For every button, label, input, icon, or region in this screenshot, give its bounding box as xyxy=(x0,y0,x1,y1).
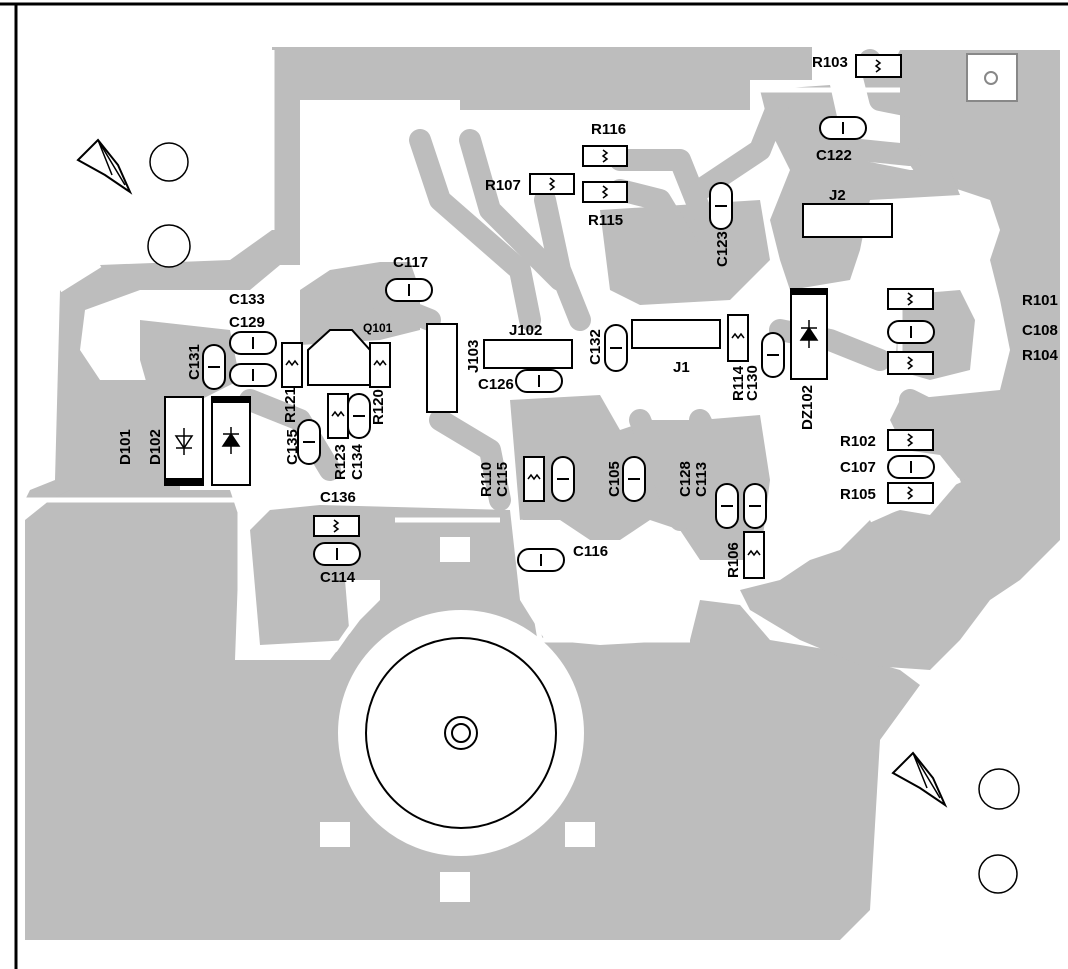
mounting-hole xyxy=(978,768,1020,810)
capacitor-c108 xyxy=(887,320,935,344)
connector-j103 xyxy=(426,323,458,413)
capacitor-c135 xyxy=(297,419,321,465)
capacitor-c114 xyxy=(313,542,361,566)
label-c128: C128 xyxy=(677,461,694,497)
capacitor-c122 xyxy=(819,116,867,140)
capacitor-c128 xyxy=(715,483,739,529)
resistor-r121 xyxy=(281,342,303,388)
mounting-hole xyxy=(147,224,191,268)
resistor-r107 xyxy=(529,173,575,195)
label-c114: C114 xyxy=(320,569,356,586)
connector-j102 xyxy=(483,339,573,369)
label-d102: D102 xyxy=(147,429,164,465)
capacitor-c126 xyxy=(515,369,563,393)
label-q101: Q101 xyxy=(363,321,393,335)
capacitor-c115 xyxy=(551,456,575,502)
label-r121: R121 xyxy=(282,387,299,423)
polarity-flag-icon xyxy=(891,751,948,808)
resistor-r114 xyxy=(727,314,749,362)
label-c132: C132 xyxy=(587,329,604,365)
label-c134: C134 xyxy=(349,443,366,480)
capacitor-c107 xyxy=(887,455,935,479)
label-r102: R102 xyxy=(840,433,876,450)
polarity-flag-icon xyxy=(76,138,133,195)
resistor-r101 xyxy=(887,288,934,310)
label-c135: C135 xyxy=(284,429,301,465)
label-c136: C136 xyxy=(320,489,356,506)
mounting-hole xyxy=(149,142,189,182)
label-c123: C123 xyxy=(714,231,731,267)
label-r110: R110 xyxy=(478,462,495,497)
label-r106: R106 xyxy=(725,542,742,578)
label-c113: C113 xyxy=(693,462,710,497)
label-c116: C116 xyxy=(573,543,608,560)
label-r120: R120 xyxy=(370,389,387,425)
label-j2: J2 xyxy=(829,187,846,204)
resistor-r104 xyxy=(887,351,934,375)
resistor-r106 xyxy=(743,531,765,579)
label-r114: R114 xyxy=(730,365,747,401)
label-c117: C117 xyxy=(393,254,428,271)
label-dz102: DZ102 xyxy=(799,385,816,430)
label-j1: J1 xyxy=(673,359,690,376)
label-r105: R105 xyxy=(840,486,876,503)
resistor-r-c136 xyxy=(313,515,360,537)
label-r104: R104 xyxy=(1022,347,1059,364)
label-r107: R107 xyxy=(485,177,521,194)
label-c126: C126 xyxy=(478,376,514,393)
resistor-r116 xyxy=(582,145,628,167)
resistor-r102 xyxy=(887,429,934,451)
capacitor-c117 xyxy=(385,278,433,302)
test-pad xyxy=(966,53,1018,102)
capacitor-c123 xyxy=(709,182,733,230)
label-d101: D101 xyxy=(117,429,134,465)
label-r123: R123 xyxy=(332,444,349,480)
resistor-r110 xyxy=(523,456,545,502)
label-c105: C105 xyxy=(606,461,623,497)
label-c107: C107 xyxy=(840,459,876,476)
capacitor-c129-b xyxy=(229,363,277,387)
label-j102: J102 xyxy=(509,322,542,339)
capacitor-c116 xyxy=(517,548,565,572)
copper-traces xyxy=(239,49,981,531)
label-c130: C130 xyxy=(744,365,761,401)
label-r103: R103 xyxy=(812,54,848,71)
capacitor-c134 xyxy=(347,393,371,439)
label-c131: C131 xyxy=(186,344,203,380)
resistor-r103 xyxy=(855,54,902,78)
capacitor-c129-a xyxy=(229,331,277,355)
capacitor-c130 xyxy=(761,332,785,378)
resistor-r115 xyxy=(582,181,628,203)
label-c115: C115 xyxy=(494,462,511,497)
label-r115: R115 xyxy=(588,212,623,229)
capacitor-c131 xyxy=(202,344,226,390)
label-c108: C108 xyxy=(1022,322,1058,339)
resistor-r120 xyxy=(369,342,391,388)
capacitor-c113 xyxy=(743,483,767,529)
capacitor-c105 xyxy=(622,456,646,502)
resistor-r105 xyxy=(887,482,934,504)
label-c133: C133 xyxy=(229,291,265,308)
resistor-r123 xyxy=(327,393,349,439)
mounting-holes xyxy=(147,142,1020,894)
potentiometer xyxy=(320,537,595,902)
connector-j2 xyxy=(802,203,893,238)
mounting-hole xyxy=(978,854,1018,894)
label-c129: C129 xyxy=(229,314,265,331)
connector-j1 xyxy=(631,319,721,349)
transistor-q101 xyxy=(307,329,371,386)
label-c122: C122 xyxy=(816,147,852,164)
diode-d102 xyxy=(211,396,251,486)
diode-d101 xyxy=(164,396,204,486)
label-r101: R101 xyxy=(1022,292,1058,309)
label-j103: J103 xyxy=(465,340,482,373)
component-labels: R103 R116 R107 R115 C122 J2 C123 C117 C1… xyxy=(117,54,1059,586)
diode-dz102 xyxy=(790,288,828,380)
capacitor-c132 xyxy=(604,324,628,372)
label-r116: R116 xyxy=(591,121,626,138)
